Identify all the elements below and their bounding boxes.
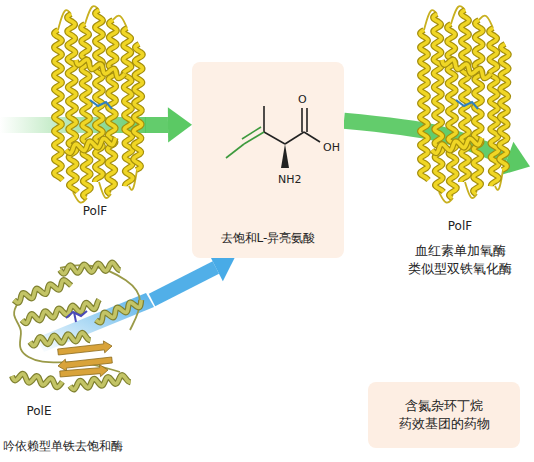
helix-outline <box>14 280 71 303</box>
ligand <box>90 100 112 109</box>
helix <box>473 20 483 194</box>
helix-outline <box>133 44 143 170</box>
helix-outline <box>30 333 90 346</box>
helix-outline <box>22 300 99 324</box>
helix-outline <box>420 30 428 180</box>
helix <box>95 10 103 182</box>
helix <box>96 300 141 323</box>
helix <box>123 28 133 186</box>
helix-outline <box>433 14 443 192</box>
helix <box>54 30 62 180</box>
bond <box>263 106 265 132</box>
flow-arrow <box>145 107 192 142</box>
helix <box>107 20 117 194</box>
helix-outline <box>66 138 116 153</box>
arrow-head <box>168 107 192 142</box>
bond <box>301 108 303 132</box>
helix <box>447 24 457 198</box>
arrow-band <box>152 268 216 301</box>
enzyme-name: PolE <box>14 403 64 419</box>
helix-outline <box>123 28 133 186</box>
node-text: 吟依赖型单铁去饱和酶 <box>3 438 149 454</box>
helix-outline <box>489 28 499 186</box>
helix <box>461 10 469 182</box>
node-text: PolF <box>45 203 145 219</box>
alkene-bond <box>244 132 264 144</box>
node-text: 含氮杂环丁烷 药效基团的药物 <box>374 397 514 432</box>
helix-outline <box>473 20 483 194</box>
enzyme-name: PolF <box>430 218 490 234</box>
helix <box>489 28 499 186</box>
helix <box>30 333 90 346</box>
helix <box>22 300 99 324</box>
bond <box>285 132 304 144</box>
helix <box>420 30 428 180</box>
helix-outline <box>107 20 117 194</box>
helix <box>432 138 482 153</box>
helix <box>81 24 91 198</box>
node-text: 去饱和L-异亮氨酸 <box>192 230 344 246</box>
helix <box>14 280 71 303</box>
wedge-bond <box>281 144 289 168</box>
beta-sheet <box>58 341 112 355</box>
helix-outline <box>96 300 141 323</box>
bond <box>306 108 308 132</box>
flow-arrow <box>152 254 235 300</box>
protein-group: PolF 血红素单加氧酶 类似型双铁氧化酶 <box>390 0 530 292</box>
bond <box>304 132 320 142</box>
helix-outline <box>76 60 125 79</box>
ligand <box>66 311 87 322</box>
protein-group: PolE 吟依赖型单铁去饱和酶 <box>0 255 152 460</box>
atom-label: OH <box>323 142 340 153</box>
helix-outline <box>442 60 491 79</box>
helix-outline <box>432 138 482 153</box>
helix <box>442 60 491 79</box>
helix <box>12 374 62 387</box>
helix-outline <box>81 24 91 198</box>
helix-outline <box>54 30 62 180</box>
helix-outline <box>95 10 103 182</box>
atom-label: NH2 <box>278 174 302 185</box>
molecule-structure <box>192 62 344 222</box>
arrow-band <box>145 117 168 133</box>
protein-group: PolF <box>45 0 145 225</box>
helix-outline <box>60 263 120 274</box>
rounded-box: 含氮杂环丁烷 药效基团的药物 <box>368 382 520 448</box>
protein-polf <box>420 6 509 202</box>
helix-outline <box>67 14 77 192</box>
helix <box>60 263 120 274</box>
helix-outline <box>12 374 62 387</box>
node-text: 血红素单加氧酶 类似型双铁氧化酶 <box>396 242 524 277</box>
helix <box>433 14 443 192</box>
alkene-bond <box>242 127 261 139</box>
helix-outline <box>499 44 509 170</box>
protein-polf <box>54 6 143 202</box>
beta-sheet <box>60 365 108 377</box>
ligand <box>456 100 478 109</box>
helix <box>133 44 143 170</box>
helix <box>499 44 509 170</box>
helix <box>76 60 125 79</box>
helix-outline <box>447 24 457 198</box>
rounded-box: 去饱和L-异亮氨酸 O OH NH2 <box>192 62 344 258</box>
helix <box>67 14 77 192</box>
bond <box>226 144 244 158</box>
atom-label: O <box>298 94 307 105</box>
protein-pole <box>12 263 141 390</box>
bond <box>264 132 285 144</box>
helix <box>66 138 116 153</box>
helix-outline <box>461 10 469 182</box>
